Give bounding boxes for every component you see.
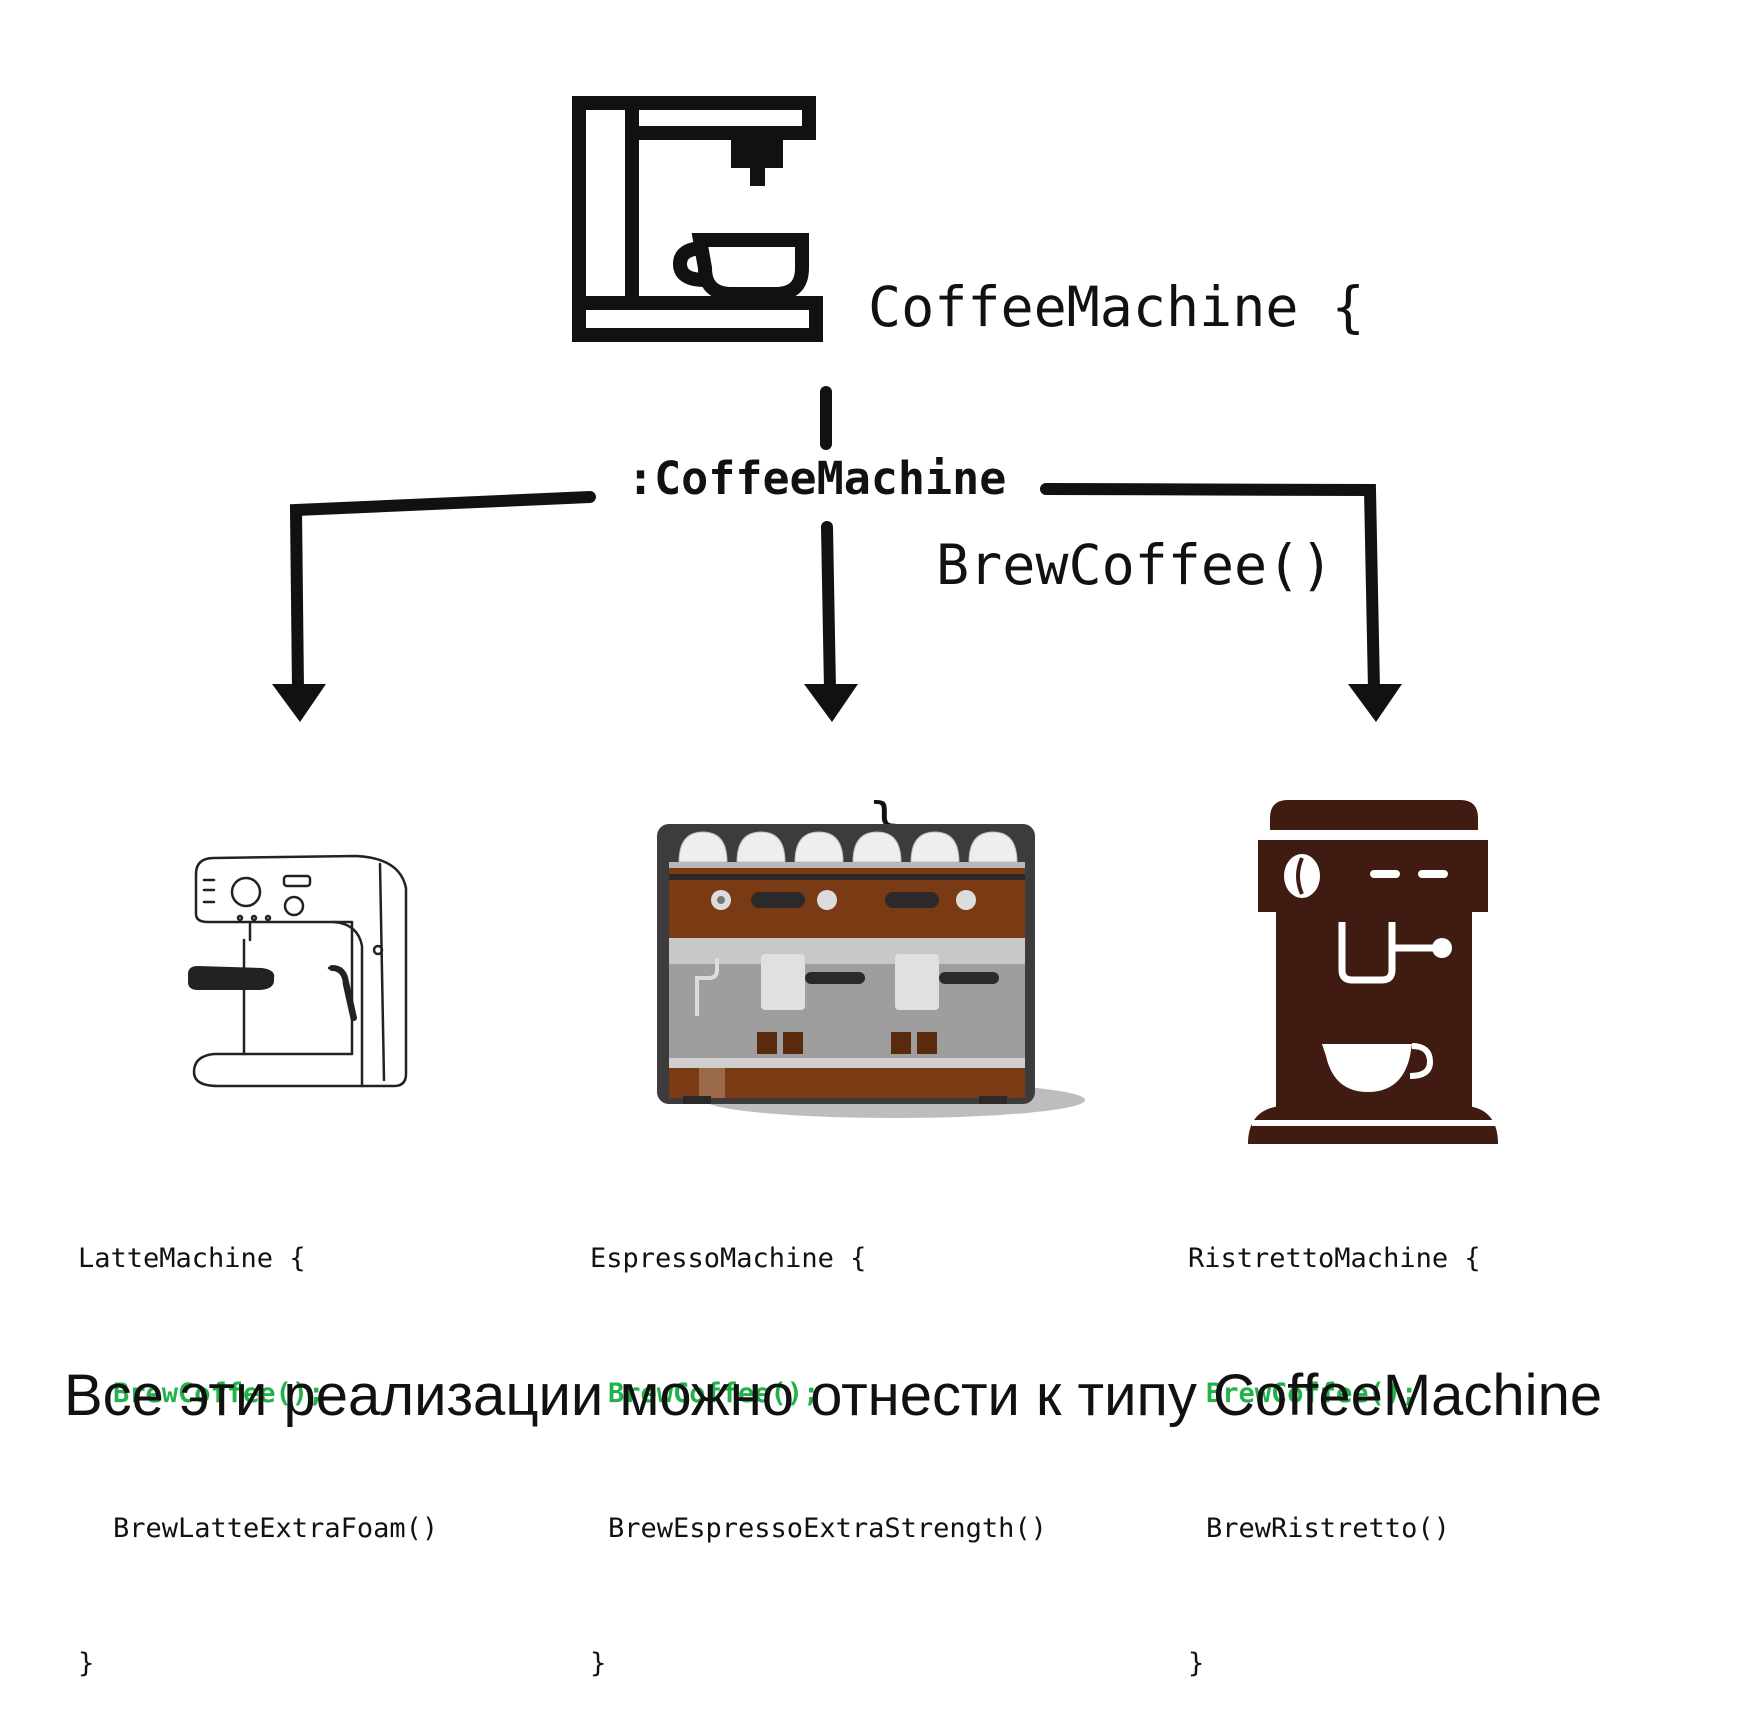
type-label: :CoffeeMachine <box>615 452 1019 505</box>
ristretto-header: RistrettoMachine { <box>1188 1243 1481 1274</box>
latte-shared-method: BrewCoffee(); <box>113 1378 325 1409</box>
ristretto-machine-icon <box>1248 800 1498 1144</box>
espresso-machine-icon <box>657 824 1085 1118</box>
espresso-header: EspressoMachine { <box>590 1243 867 1274</box>
latte-code-block: LatteMachine { BrewCoffee(); BrewLatteEx… <box>78 1146 438 1731</box>
espresso-close: } <box>590 1648 607 1679</box>
ristretto-own-method: BrewRistretto() <box>1206 1513 1450 1544</box>
espresso-own-method: BrewEspressoExtraStrength() <box>608 1513 1047 1544</box>
latte-close: } <box>78 1648 95 1679</box>
coffee-machine-icon <box>572 96 823 342</box>
caption: Все эти реализации можно отнести к типу … <box>64 1363 1603 1428</box>
arrowhead-right <box>1348 684 1402 722</box>
arrow-right-line <box>1040 483 1380 696</box>
interface-header: CoffeeMachine { <box>868 275 1365 339</box>
latte-machine-icon <box>188 854 408 1088</box>
latte-own-method: BrewLatteExtraFoam() <box>113 1513 439 1544</box>
arrow-left-line <box>289 491 596 696</box>
arrowhead-middle <box>804 684 858 722</box>
ristretto-shared-method: BrewCoffee(); <box>1206 1378 1418 1409</box>
arrow-middle-line <box>821 521 836 696</box>
arrowhead-left <box>272 684 326 722</box>
connector-arrows <box>272 386 1402 722</box>
ristretto-close: } <box>1188 1648 1205 1679</box>
espresso-code-block: EspressoMachine { BrewCoffee(); BrewEspr… <box>590 1146 1047 1731</box>
interface-method: BrewCoffee() <box>936 533 1334 597</box>
ristretto-code-block: RistrettoMachine { BrewCoffee(); BrewRis… <box>1188 1146 1481 1731</box>
latte-header: LatteMachine { <box>78 1243 306 1274</box>
espresso-shared-method: BrewCoffee(); <box>608 1378 820 1409</box>
